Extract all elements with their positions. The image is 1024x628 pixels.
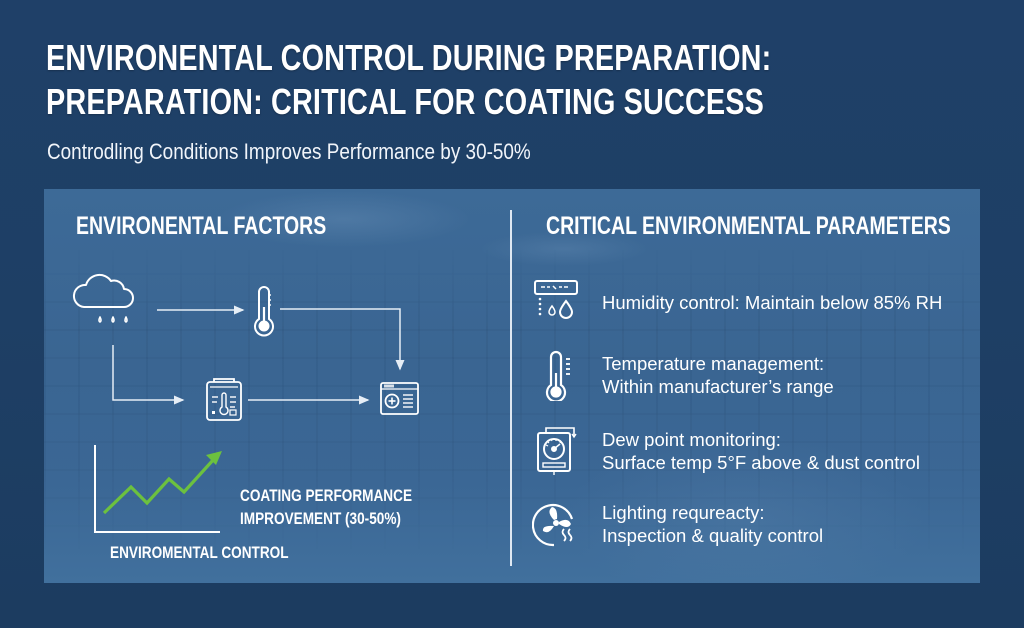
clipboard-thermometer-icon <box>206 378 242 421</box>
dew-point-gauge-icon <box>537 427 577 475</box>
arrow-cloud-to-clipboard <box>112 345 185 405</box>
monitor-window-icon <box>380 382 419 415</box>
critical-parameters-heading: CRITICAL ENVIRONMENTAL PARAMETERS <box>546 212 951 240</box>
parameter-dew-point-line-1: Dew point monitoring: <box>602 429 781 450</box>
parameter-temperature-line-2: Within manufacturer’s range <box>602 376 834 397</box>
thermometer-icon <box>545 350 570 401</box>
parameter-lighting-line-1: Lighting requreacty: <box>602 502 765 523</box>
parameter-dew-point-line-2: Surface temp 5°F above & dust control <box>602 452 920 473</box>
fan-ventilation-icon <box>532 503 574 547</box>
chart-performance-label-line-2: IMPROVEMENT (30-50%) <box>240 509 401 528</box>
page-title-line-1: ENVIRONENTAL CONTROL DURING PREPARATION: <box>46 37 772 78</box>
performance-trend-line <box>102 457 216 515</box>
chart-axis-label: ENVIROMENTAL CONTROL <box>110 543 289 562</box>
rain-cloud-icon <box>72 273 134 323</box>
parameter-temperature: Temperature management: Within manufactu… <box>532 349 834 401</box>
parameter-lighting: Lighting requreacty: Inspection & qualit… <box>532 499 823 551</box>
page-title-line-2: PREPARATION: CRITICAL FOR COATING SUCCES… <box>46 81 765 122</box>
arrow-thermometer-to-monitor <box>280 308 405 371</box>
humidity-meter-icon <box>534 280 578 319</box>
chart-performance-label-line-1: COATING PERFORMANCE <box>240 486 413 505</box>
environmental-factors-heading: ENVIRONENTAL FACTORS <box>76 212 327 240</box>
parameter-humidity-line-1: Humidity control: Maintain below 85% RH <box>602 292 943 313</box>
performance-chart <box>94 445 222 533</box>
parameter-humidity: Humidity control: Maintain below 85% RH <box>532 279 942 331</box>
parameter-dew-point: Dew point monitoring: Surface temp 5°F a… <box>532 425 920 477</box>
content-panel: ENVIRONENTAL FACTORS <box>44 189 980 583</box>
title-block: ENVIRONENTAL CONTROL DURING PREPARATION:… <box>46 36 953 124</box>
section-divider <box>510 210 512 566</box>
flow-arrows <box>112 305 405 405</box>
thermometer-icon <box>254 286 274 337</box>
environmental-flow-diagram <box>72 273 419 533</box>
trend-arrow-head-icon <box>206 451 222 465</box>
page-subtitle: Controdling Conditions Improves Performa… <box>47 139 531 164</box>
parameter-lighting-line-2: Inspection & quality control <box>602 525 824 546</box>
parameter-temperature-line-1: Temperature management: <box>602 353 825 374</box>
chart-axes <box>94 445 220 533</box>
